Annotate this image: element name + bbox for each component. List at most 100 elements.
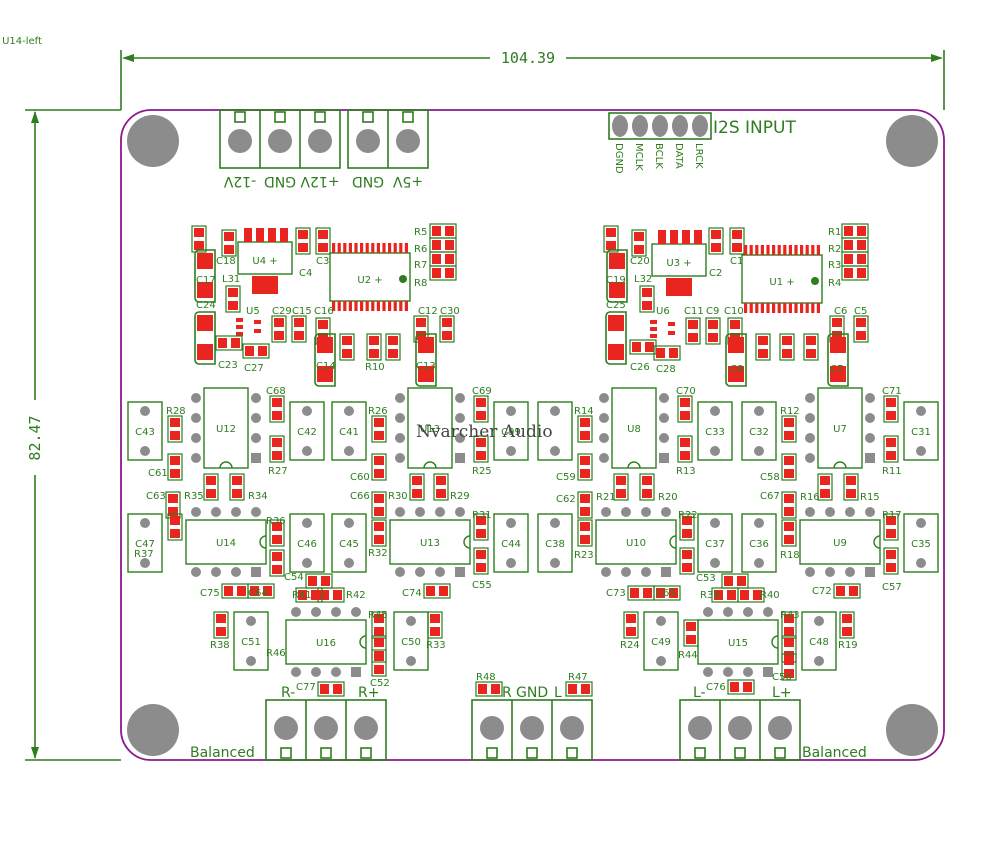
film-capacitor [741,401,777,461]
component-label: R22 [678,510,698,521]
component-label: C60 [350,472,370,483]
mounting-holes [127,115,938,756]
component-label: R21 [596,492,616,503]
smd-part [613,473,629,501]
output-pin-label: R- [281,685,295,701]
component-label: R4 [828,278,841,289]
smd-part [631,229,647,257]
smd-part [705,317,721,345]
component-label: C30 [440,306,460,317]
smd-part [371,491,387,519]
power-pin-label: -12V [223,173,256,189]
component-label: C43 [135,427,155,438]
smd-part [269,519,285,547]
output-pin-label: L- [693,685,706,701]
component-label: U7 [833,424,847,435]
i2s-pin-label: BCLK [653,143,664,169]
component-label: R6 [414,244,427,255]
component-label: C8 [730,364,743,375]
component-label: C33 [705,427,725,438]
dac-ic [329,243,411,311]
smd-part [305,573,333,589]
electrolytic-capacitor [605,311,627,365]
component-label: U6 [656,306,670,317]
component-label: C20 [630,256,650,267]
component-label: U1 + [769,277,794,288]
smd-part [565,681,593,697]
smd-part [721,573,749,589]
component-label: C35 [911,539,931,550]
film-capacitor [493,513,529,573]
component-label: C25 [606,300,626,311]
smd-part [781,653,797,681]
i2s-header: I2S INPUT DGND MCLK BCLK DATA LRCK [608,112,796,174]
component-label: U14 [216,538,236,549]
component-label: R36 [266,516,286,527]
component-label: R34 [248,491,268,502]
smd-part [429,265,457,281]
component-label: C36 [749,539,769,550]
output-terminal-center: R GND L [471,685,593,761]
component-label: R19 [838,640,858,651]
electrolytic-capacitor [827,333,849,387]
component-label: R30 [388,491,408,502]
component-label: C13 [416,361,436,372]
component-label: C58 [760,472,780,483]
smd-part [167,513,183,541]
component-label: C50 [401,637,421,648]
film-capacitor [233,611,269,671]
smd-part [883,513,899,541]
component-label: R13 [676,466,696,477]
component-label: C26 [630,362,650,373]
component-label: R47 [568,672,588,683]
component-label: C70 [676,386,696,397]
component-label: R25 [472,466,492,477]
component-label: C52 [370,678,390,689]
smd-part [315,227,331,255]
film-capacitor [289,513,325,573]
electrolytic-capacitor [314,333,336,387]
smd-part [371,519,387,547]
component-label: U10 [626,538,646,549]
component-label: C7 [830,364,843,375]
smd-part [817,473,833,501]
component-label: C12 [418,306,438,317]
smd-part [755,333,771,361]
power-pin-label: GND [264,173,296,189]
component-label: C29 [272,306,292,317]
component-label: C72 [812,586,832,597]
component-label: C62 [556,494,576,505]
smd-part [639,473,655,501]
component-label: C19 [606,275,626,286]
smd-part [853,315,869,343]
component-label: U9 [833,538,847,549]
i2s-pin-label: MCLK [633,143,644,171]
height-dimension-label: 82.47 [26,415,44,460]
component-label: R28 [166,406,186,417]
component-label: R38 [210,640,230,651]
smd-part [843,473,859,501]
smd-part [215,335,243,351]
component-label: C48 [809,637,829,648]
component-label: C66 [350,491,370,502]
dimension-width: 104.39 [120,49,945,110]
dip8-ic [389,507,471,577]
component-label: L31 [222,274,240,285]
i2s-title: I2S INPUT [713,118,796,138]
power-terminal-left: -12V GND +12V [219,109,341,189]
component-label: R48 [476,672,496,683]
component-label: R15 [860,492,880,503]
component-label: R18 [780,550,800,561]
smd-part [203,473,219,501]
film-capacitor [537,513,573,573]
smd-part [473,435,489,463]
component-label: R26 [368,406,388,417]
sot-ic [236,318,261,336]
component-label: C75 [200,588,220,599]
component-label: R27 [268,466,288,477]
output-pin-label: R+ [358,685,379,701]
smd-part [841,251,869,267]
power-pin-label: +12V [300,173,340,189]
component-label: C61 [148,468,168,479]
